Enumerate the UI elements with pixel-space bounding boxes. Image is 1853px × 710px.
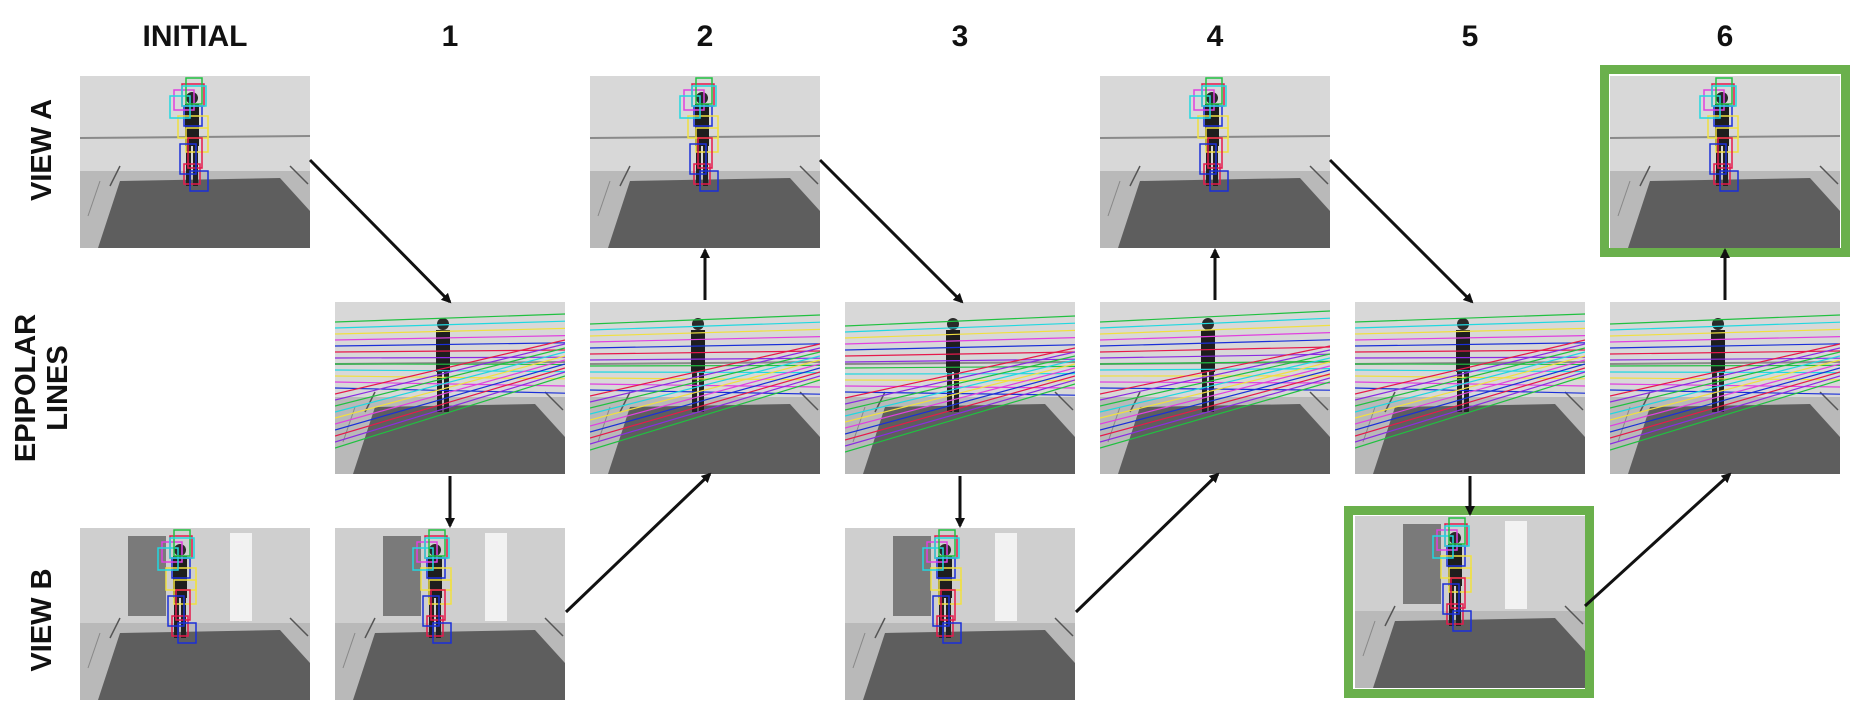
column-header-2: 2 bbox=[696, 20, 714, 53]
view-a-image-2 bbox=[590, 76, 820, 248]
arrow-b-1-to-epi-2 bbox=[564, 472, 712, 614]
arrow-b-5-to-epi-6 bbox=[1583, 472, 1732, 608]
view-a-image-6 bbox=[1610, 76, 1840, 248]
epipolar-image-4 bbox=[1100, 302, 1330, 474]
column-header-4: 4 bbox=[1206, 20, 1224, 53]
column-header-initial: INITIAL bbox=[142, 20, 248, 53]
epipolar-image-6 bbox=[1610, 302, 1840, 474]
view-b-image-1 bbox=[335, 528, 565, 700]
view-a-image-4 bbox=[1100, 76, 1330, 248]
column-header-3: 3 bbox=[951, 20, 969, 53]
view-b-image-3 bbox=[845, 528, 1075, 700]
epipolar-image-5 bbox=[1355, 302, 1585, 474]
column-header-6: 6 bbox=[1716, 20, 1734, 53]
epipolar-image-1 bbox=[335, 302, 565, 474]
arrow-a-4-to-epi-5 bbox=[1328, 158, 1474, 304]
view-a-image-initial bbox=[80, 76, 310, 248]
arrow-a-2-to-epi-3 bbox=[818, 158, 964, 304]
arrow-a-initial-to-epi-1 bbox=[308, 158, 452, 304]
column-header-5: 5 bbox=[1461, 20, 1479, 53]
view-b-image-initial bbox=[80, 528, 310, 700]
arrow-b-3-to-epi-4 bbox=[1074, 472, 1220, 614]
epipolar-image-2 bbox=[590, 302, 820, 474]
epipolar-image-3 bbox=[845, 302, 1075, 474]
column-header-1: 1 bbox=[441, 20, 459, 53]
view-b-image-5 bbox=[1355, 516, 1585, 688]
